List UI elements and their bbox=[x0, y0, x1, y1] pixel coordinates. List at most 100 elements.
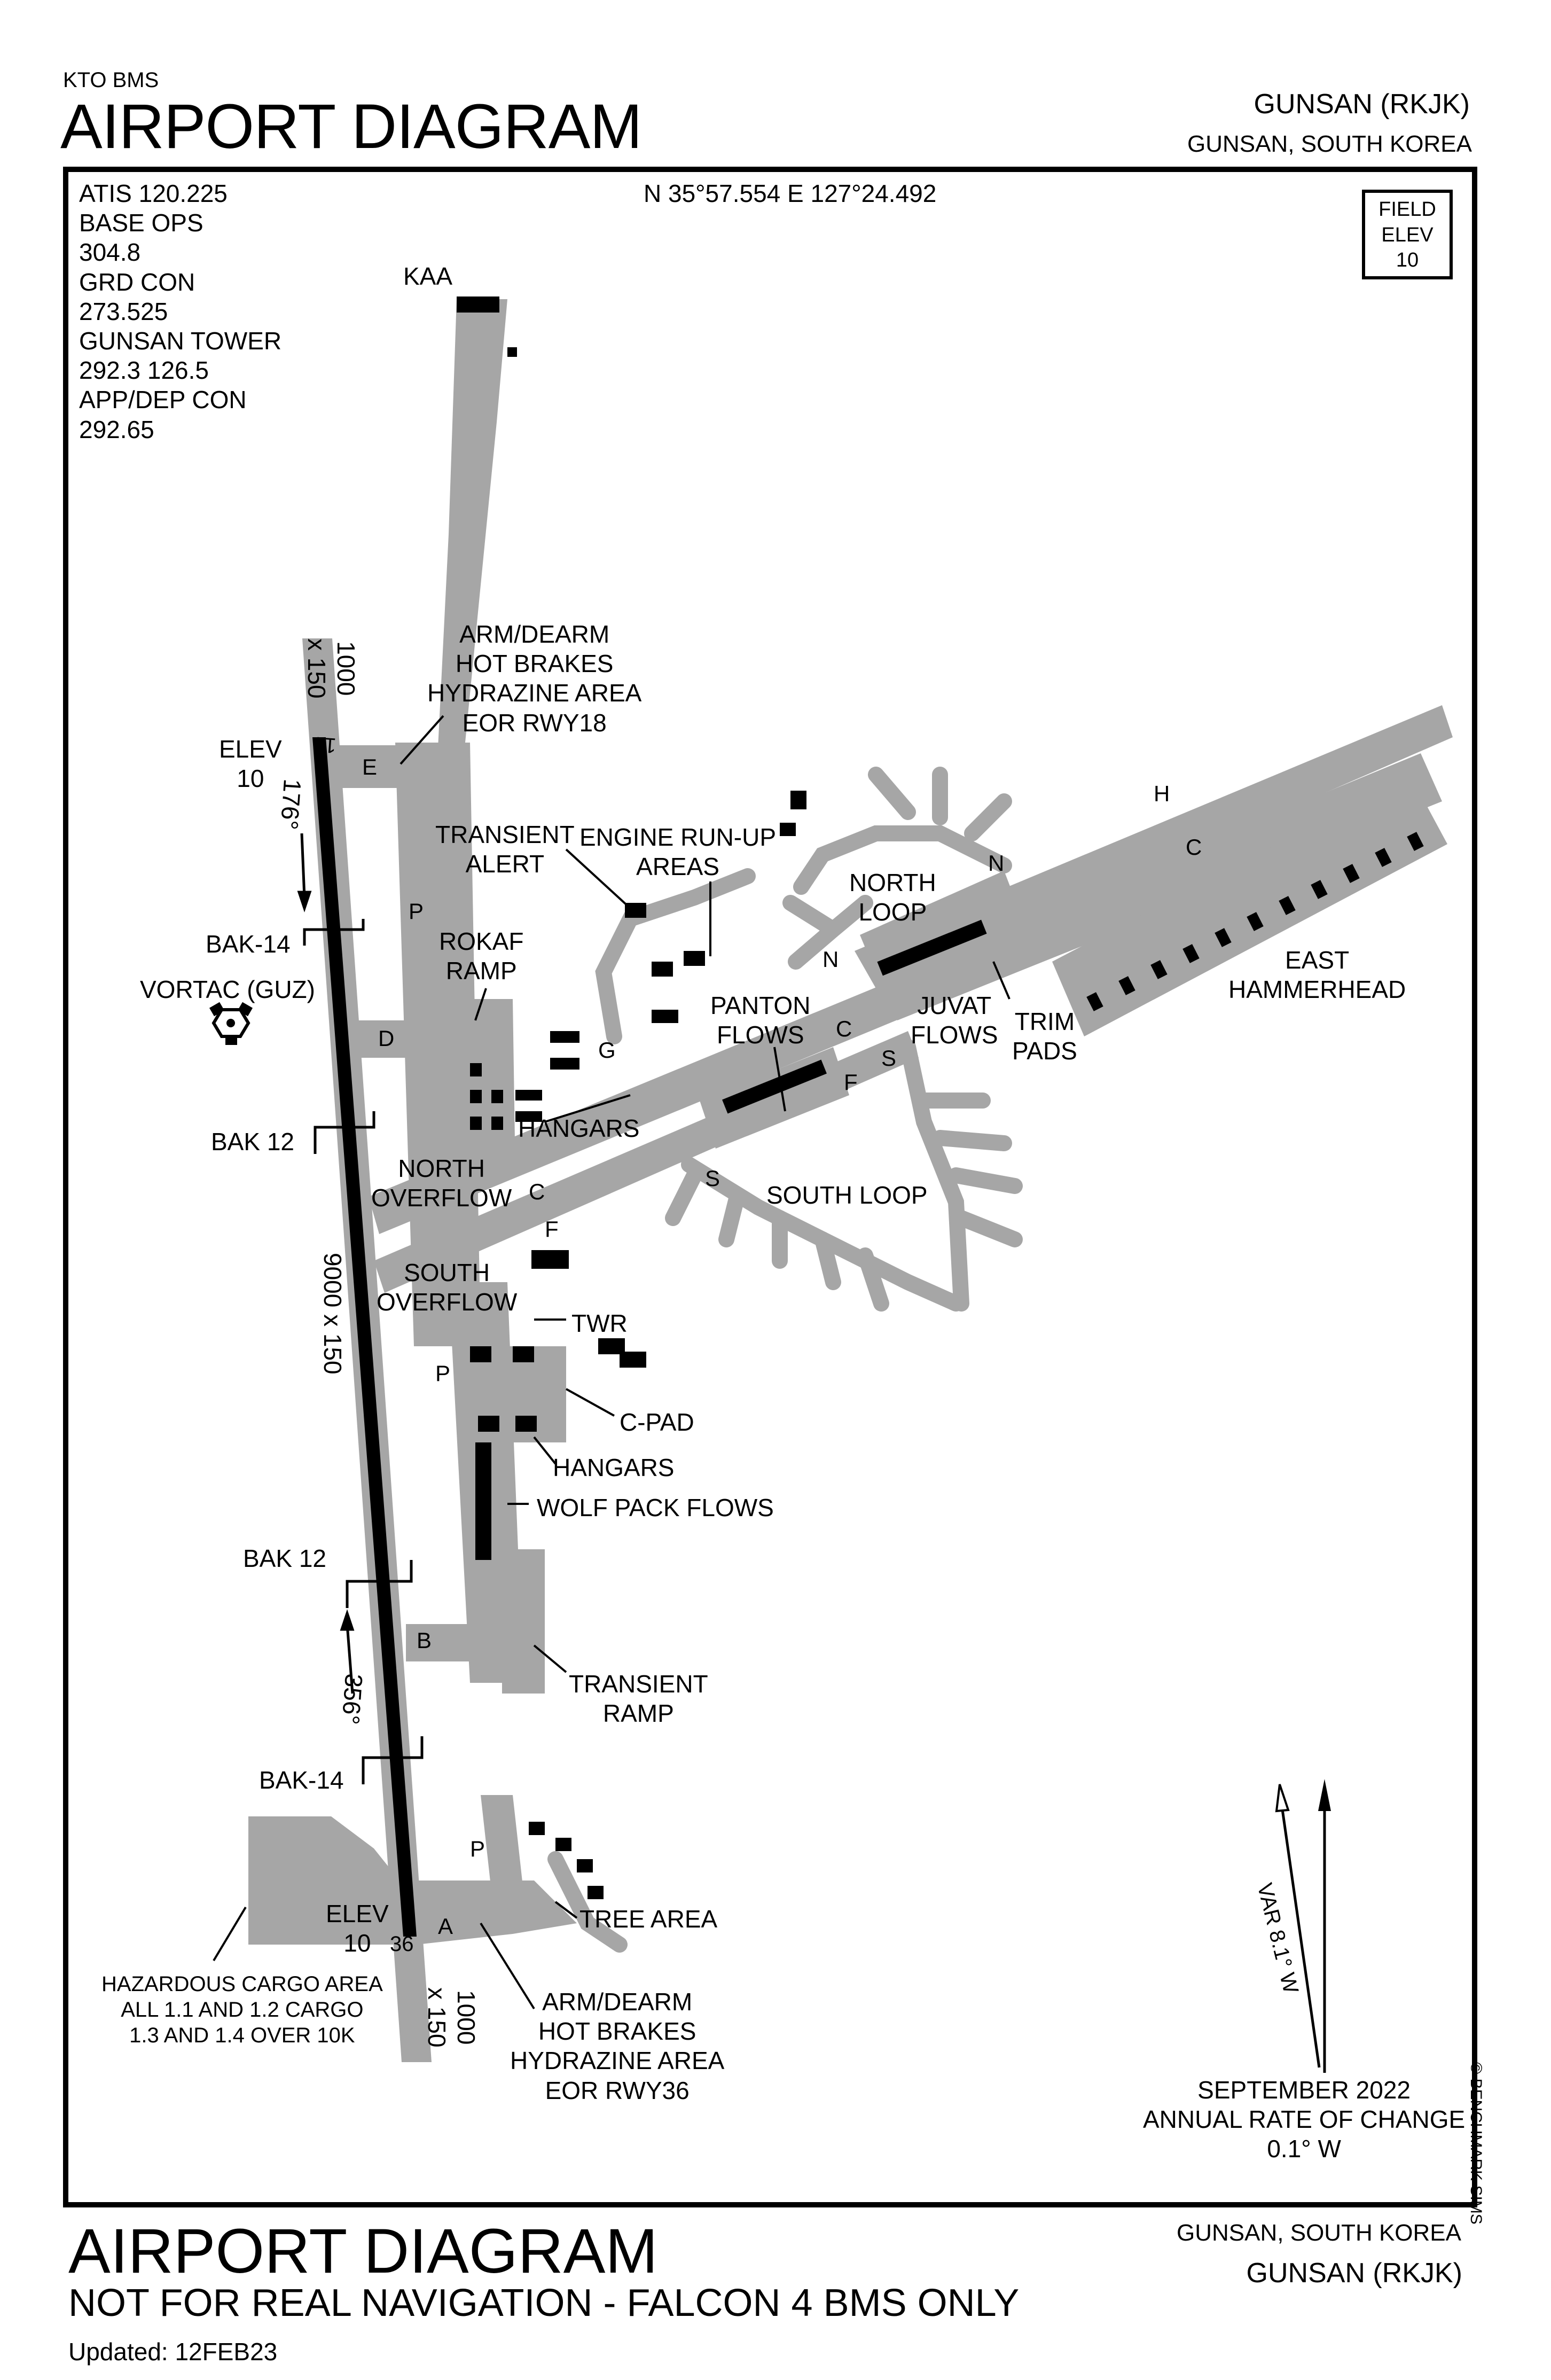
footer-subtitle: NOT FOR REAL NAVIGATION - FALCON 4 BMS O… bbox=[68, 2282, 1020, 2324]
trim-pads-line: TRIM bbox=[1014, 1008, 1075, 1035]
north-loop-arms bbox=[868, 767, 1012, 841]
buildings bbox=[457, 296, 987, 1899]
taxiway-a bbox=[406, 1880, 577, 1945]
arm36-line: HYDRAZINE AREA bbox=[510, 2047, 725, 2075]
bak14-south-marker bbox=[362, 1736, 424, 1784]
north-arrow bbox=[1275, 1779, 1331, 2073]
field-elev-line2: ELEV bbox=[1381, 223, 1434, 246]
hangars-south-label: HANGARS bbox=[553, 1454, 675, 1481]
tree-area-shelter bbox=[529, 1822, 545, 1835]
taxiway-d bbox=[342, 1020, 459, 1058]
north-loop-label: NORTH LOOP bbox=[849, 868, 936, 927]
loop-taxiways bbox=[547, 767, 1023, 1953]
hdg356-arrow bbox=[346, 1624, 354, 1694]
rwy-north-extent-line: x 150 bbox=[302, 638, 331, 699]
hazardous-line: ALL 1.1 AND 1.2 CARGO bbox=[121, 1998, 364, 2022]
parking-spot bbox=[1215, 928, 1232, 947]
taxiway-a-label: A bbox=[438, 1914, 453, 1939]
elev-north-line: 10 bbox=[237, 764, 264, 793]
heading-356-label: 356° bbox=[336, 1673, 369, 1726]
elev-south-line: ELEV bbox=[326, 1900, 389, 1928]
rwy-south-extent-line: x 150 bbox=[422, 1987, 451, 2048]
taxiway-e bbox=[320, 745, 427, 788]
tree-area-shelter bbox=[577, 1859, 593, 1872]
small-building bbox=[780, 823, 796, 836]
tower-label: TWR bbox=[571, 1309, 628, 1337]
rwy-north-extent-line: 1000 bbox=[332, 641, 360, 696]
hdg356-arrowhead bbox=[340, 1609, 355, 1631]
parking-spot bbox=[1118, 976, 1135, 995]
rokaf-shelter bbox=[491, 1117, 503, 1130]
bak12-north-label: BAK 12 bbox=[211, 1128, 294, 1156]
cpad-hangar bbox=[470, 1346, 491, 1362]
transient-ramp-label: TRANSIENT RAMP bbox=[569, 1669, 708, 1728]
east-hammerhead-line: EAST bbox=[1285, 946, 1350, 974]
small-building bbox=[652, 962, 673, 977]
tree-area-taxi bbox=[547, 1851, 628, 1953]
small-building bbox=[684, 951, 705, 966]
rokaf-shelter bbox=[470, 1063, 482, 1076]
juvat-flows-line: JUVAT bbox=[917, 992, 992, 1019]
wolf-pack-shelters bbox=[475, 1442, 491, 1560]
arm36-line: ARM/DEARM bbox=[542, 1988, 693, 2016]
hangar bbox=[515, 1090, 542, 1101]
arm36-line: HOT BRAKES bbox=[538, 2017, 696, 2046]
annual-line: ANNUAL RATE OF CHANGE bbox=[1143, 2105, 1466, 2134]
taxiway-c-label-2: C bbox=[836, 1016, 852, 1041]
south-loop-label: SOUTH LOOP bbox=[766, 1181, 928, 1209]
juvat-spokes bbox=[916, 1093, 1023, 1247]
north-loop-line: NORTH bbox=[849, 869, 936, 896]
taxiway-p-label-2: P bbox=[470, 1836, 485, 1861]
arresting-gear bbox=[303, 919, 424, 1784]
arm36-label: ARM/DEARM HOT BRAKES HYDRAZINE AREA EOR … bbox=[510, 1987, 724, 2105]
north-loop-line: LOOP bbox=[858, 898, 927, 926]
footer-title: AIRPORT DIAGRAM bbox=[68, 2216, 658, 2287]
freq-line: APP/DEP CON bbox=[79, 386, 247, 414]
engine-runup-line: ENGINE RUN-UP bbox=[579, 823, 777, 851]
arm36-line: EOR RWY36 bbox=[545, 2076, 690, 2104]
leader-trim bbox=[992, 961, 1010, 1000]
vortac-lobe bbox=[225, 1035, 237, 1045]
arm18-line: HOT BRAKES bbox=[455, 650, 614, 678]
rokaf-ramp-pavement bbox=[438, 999, 515, 1175]
panton-flows-label: PANTON FLOWS bbox=[710, 991, 810, 1050]
kaa-label: KAA bbox=[403, 262, 453, 290]
bak14-north-label: BAK-14 bbox=[206, 930, 291, 958]
parking-spot bbox=[1375, 848, 1392, 867]
leader-transient-ramp bbox=[533, 1644, 567, 1673]
engine-runup-label: ENGINE RUN-UP AREAS bbox=[579, 823, 776, 881]
true-north-head bbox=[1318, 1779, 1331, 1811]
small-building bbox=[550, 1058, 579, 1070]
hazardous-cargo-pavement bbox=[248, 1816, 417, 1945]
panton-flows-line: FLOWS bbox=[716, 1021, 804, 1049]
kaa-building bbox=[457, 296, 499, 313]
engine-runup-line: AREAS bbox=[636, 853, 719, 881]
north-overflow-line: NORTH bbox=[398, 1154, 485, 1182]
cpad-hangar bbox=[515, 1416, 537, 1432]
frequency-list: ATIS 120.225 BASE OPS 304.8 GRD CON 273.… bbox=[79, 179, 281, 444]
annual-line: SEPTEMBER 2022 bbox=[1197, 2076, 1411, 2104]
annual-line: 0.1° W bbox=[1267, 2135, 1341, 2163]
taxiway-f-label-2: F bbox=[844, 1070, 858, 1095]
parking-spot bbox=[1150, 960, 1168, 979]
taxiway-c bbox=[369, 983, 903, 1234]
taxiway-d-label: D bbox=[378, 1026, 394, 1051]
hazardous-line: 1.3 AND 1.4 OVER 10K bbox=[129, 2024, 355, 2047]
field-elev-line1: FIELD bbox=[1378, 198, 1436, 221]
transient-ramp-line: TRANSIENT bbox=[569, 1670, 708, 1698]
parking-spot bbox=[1407, 832, 1424, 851]
taxiway-s-label: S bbox=[705, 1166, 720, 1191]
elev-south-label: ELEV 10 bbox=[326, 1899, 389, 1958]
north-overflow-label: NORTH OVERFLOW bbox=[371, 1154, 512, 1213]
arm18-line: EOR RWY18 bbox=[462, 708, 607, 737]
elev-north-label: ELEV 10 bbox=[219, 735, 282, 793]
vortac-center bbox=[226, 1019, 235, 1027]
coordinates: N 35°57.554 E 127°24.492 bbox=[644, 180, 937, 207]
east-hammerhead-label: EAST HAMMERHEAD bbox=[1228, 946, 1406, 1004]
bak12-south-label: BAK 12 bbox=[243, 1544, 326, 1572]
tree-area-shelter bbox=[555, 1838, 571, 1851]
source-label: KTO BMS bbox=[63, 68, 159, 92]
rokaf-shelter bbox=[491, 1090, 503, 1103]
tower-building bbox=[531, 1250, 569, 1269]
runway-length-label: 9000 x 150 bbox=[319, 1253, 347, 1375]
